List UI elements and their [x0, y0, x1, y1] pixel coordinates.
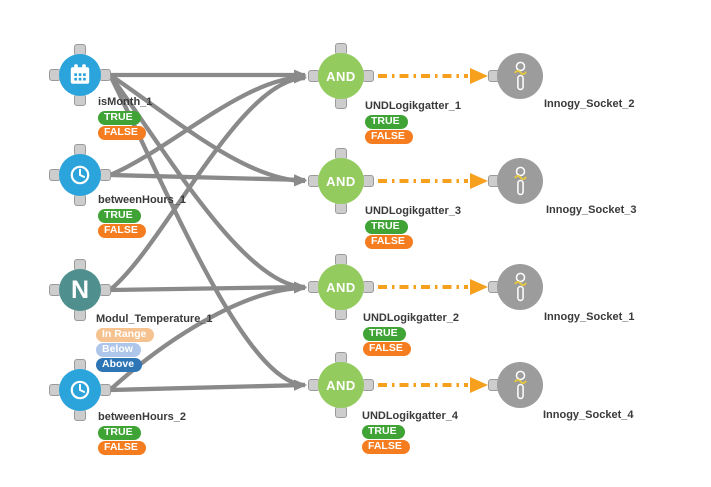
and-gate-label: AND: [326, 377, 356, 393]
node-label: betweenHours_2: [98, 411, 187, 423]
true-badge: TRUE: [98, 209, 141, 223]
false-badge: FALSE: [98, 441, 146, 455]
node-body[interactable]: [497, 158, 543, 204]
socket-icon: [513, 370, 527, 399]
node-label: UNDLogikgatter_3: [365, 205, 461, 217]
node-label-group: UNDLogikgatter_4 TRUE FALSE: [362, 410, 458, 455]
socket-icon: [513, 166, 527, 195]
node-body[interactable]: AND: [318, 264, 364, 310]
and-gate-label: AND: [326, 173, 356, 189]
true-badge: TRUE: [363, 327, 406, 341]
false-badge: FALSE: [363, 342, 411, 356]
node-body[interactable]: AND: [318, 362, 364, 408]
link-arrowhead: [470, 68, 488, 84]
letter-n-icon: N: [70, 275, 90, 304]
true-badge: TRUE: [98, 111, 141, 125]
node-body[interactable]: [59, 369, 101, 411]
node-label: betweenHours_1: [98, 194, 187, 206]
true-badge: TRUE: [365, 220, 408, 234]
node-label-group: UNDLogikgatter_3 TRUE FALSE: [365, 205, 461, 250]
calendar-icon: [70, 64, 90, 84]
false-badge: FALSE: [98, 224, 146, 238]
below-badge: Below: [96, 343, 141, 357]
wire-Modul_Temperature_1-to-UNDLogikgatter_2[interactable]: [109, 281, 307, 293]
node-label-group: betweenHours_2 TRUE FALSE: [98, 411, 186, 456]
socket-icon: [513, 272, 527, 301]
node-label-group: Innogy_Socket_1: [544, 311, 634, 326]
node-label: isMonth_1: [98, 96, 153, 108]
wire-betweenHours_2-to-UNDLogikgatter_4[interactable]: [109, 379, 307, 393]
node-label: Innogy_Socket_3: [546, 204, 637, 216]
node-label: Innogy_Socket_2: [544, 98, 635, 110]
link-arrowhead: [470, 377, 488, 393]
clock-icon: [70, 380, 90, 400]
true-badge: TRUE: [362, 425, 405, 439]
node-label-group: Modul_Temperature_1 In Range Below Above: [96, 313, 213, 373]
link-arrowhead: [470, 173, 488, 189]
node-body[interactable]: [497, 264, 543, 310]
node-label-group: betweenHours_1 TRUE FALSE: [98, 194, 186, 239]
node-body[interactable]: [59, 54, 101, 96]
node-label: Innogy_Socket_4: [543, 409, 634, 421]
false-badge: FALSE: [362, 440, 410, 454]
wire-betweenHours_1-to-UNDLogikgatter_3[interactable]: [109, 172, 307, 186]
wire-isMonth_1-to-UNDLogikgatter_2[interactable]: [108, 73, 307, 293]
node-label-group: Innogy_Socket_2: [544, 98, 634, 113]
node-label: UNDLogikgatter_1: [365, 100, 461, 112]
node-label: UNDLogikgatter_4: [362, 410, 458, 422]
and-gate-label: AND: [326, 279, 356, 295]
false-badge: FALSE: [365, 130, 413, 144]
false-badge: FALSE: [365, 235, 413, 249]
node-label: Innogy_Socket_1: [544, 311, 635, 323]
node-body[interactable]: [497, 362, 543, 408]
false-badge: FALSE: [98, 126, 146, 140]
node-label-group: Innogy_Socket_4: [543, 409, 633, 424]
node-label: UNDLogikgatter_2: [363, 312, 459, 324]
node-body[interactable]: AND: [318, 158, 364, 204]
node-body[interactable]: [59, 154, 101, 196]
socket-icon: [513, 61, 527, 90]
wire-betweenHours_1-to-UNDLogikgatter_1[interactable]: [109, 71, 307, 177]
node-body[interactable]: AND: [318, 53, 364, 99]
link-arrowhead: [470, 279, 488, 295]
wire-Modul_Temperature_1-to-UNDLogikgatter_1[interactable]: [108, 72, 307, 292]
clock-icon: [70, 165, 90, 185]
node-label-group: Innogy_Socket_3: [546, 204, 636, 219]
true-badge: TRUE: [365, 115, 408, 129]
node-label-group: isMonth_1 TRUE FALSE: [98, 96, 152, 141]
above-badge: Above: [96, 358, 143, 372]
in-range-badge: In Range: [96, 328, 155, 342]
node-body[interactable]: N: [59, 269, 101, 311]
node-label-group: UNDLogikgatter_1 TRUE FALSE: [365, 100, 461, 145]
true-badge: TRUE: [98, 426, 141, 440]
node-label: Modul_Temperature_1: [96, 313, 213, 325]
node-label-group: UNDLogikgatter_2 TRUE FALSE: [363, 312, 459, 357]
node-body[interactable]: [497, 53, 543, 99]
and-gate-label: AND: [326, 68, 356, 84]
